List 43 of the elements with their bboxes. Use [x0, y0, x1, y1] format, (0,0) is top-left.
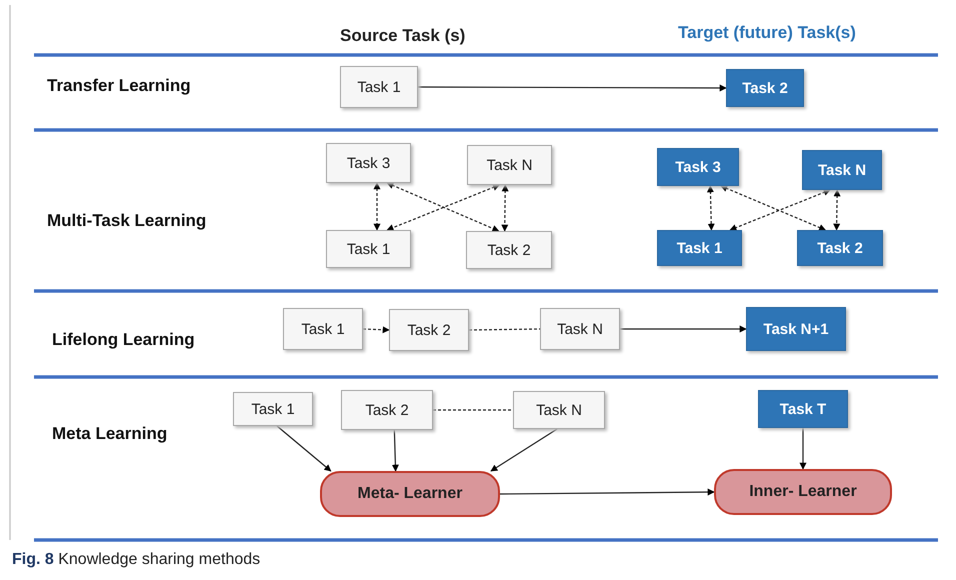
task-box: Task 2 [797, 230, 883, 266]
task-box: Task 3 [657, 148, 739, 186]
column-heading: Source Task (s) [340, 26, 466, 46]
row-heading: Meta Learning [52, 424, 168, 444]
task-box: Task N [802, 150, 882, 190]
task-box: Task 2 [341, 390, 433, 430]
task-box: Task N+1 [746, 307, 846, 351]
task-box: Task T [758, 390, 848, 428]
arrow [620, 326, 747, 332]
task-box: Task 1 [233, 392, 313, 426]
arrow [276, 426, 332, 472]
figure-caption: Fig. 8 Knowledge sharing methods [12, 551, 260, 569]
column-heading: Target (future) Task(s) [678, 23, 856, 43]
arrow [500, 488, 715, 496]
arrow [392, 430, 399, 472]
task-box: Task 1 [283, 308, 363, 350]
arrow [800, 428, 806, 470]
arrow [362, 326, 390, 334]
arrow [720, 185, 826, 231]
task-box: Task 1 [340, 66, 418, 108]
task-box: Task 2 [466, 231, 552, 269]
row-heading: Transfer Learning [47, 76, 191, 96]
arrow [418, 84, 727, 92]
arrow [501, 184, 509, 232]
arrow [490, 428, 558, 472]
connector-line [433, 409, 513, 411]
row-heading: Lifelong Learning [52, 330, 195, 350]
task-box: Task 2 [726, 69, 804, 107]
arrow [833, 189, 841, 231]
task-box: Task 1 [657, 230, 742, 266]
task-box: Task 2 [389, 309, 469, 351]
learner-box: Inner- Learner [714, 469, 892, 515]
connector-line [469, 328, 540, 331]
learner-box: Meta- Learner [320, 471, 500, 517]
task-box: Task N [513, 391, 605, 429]
arrow [374, 182, 380, 231]
task-box: Task N [467, 145, 552, 185]
task-box: Task 3 [326, 143, 411, 183]
task-box: Task 1 [326, 230, 411, 268]
arrow [729, 189, 831, 231]
task-box: Task N [540, 308, 620, 350]
row-heading: Multi-Task Learning [47, 211, 206, 231]
arrow [706, 185, 715, 231]
